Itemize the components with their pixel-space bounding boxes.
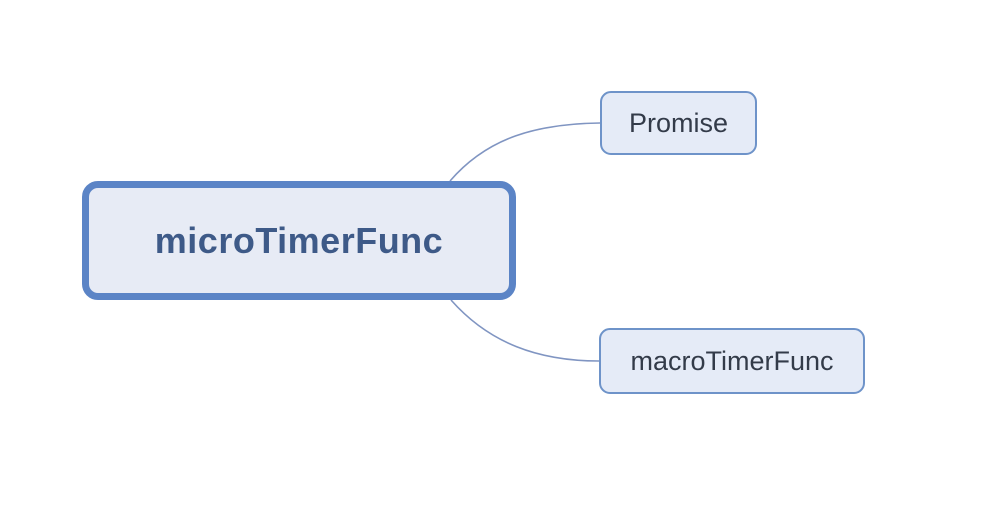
child-node-macrotimerfunc[interactable]: macroTimerFunc	[599, 328, 865, 394]
connector-root-to-macrotimerfunc	[450, 299, 600, 362]
child-node-promise-label: Promise	[628, 107, 729, 138]
child-node-macrotimerfunc-label: macroTimerFunc	[630, 345, 834, 376]
child-node-promise[interactable]: Promise	[600, 91, 757, 155]
root-node-microtimerfunc[interactable]: microTimerFunc	[82, 181, 516, 300]
connector-root-to-promise	[449, 122, 601, 182]
root-node-label: microTimerFunc	[154, 219, 444, 261]
